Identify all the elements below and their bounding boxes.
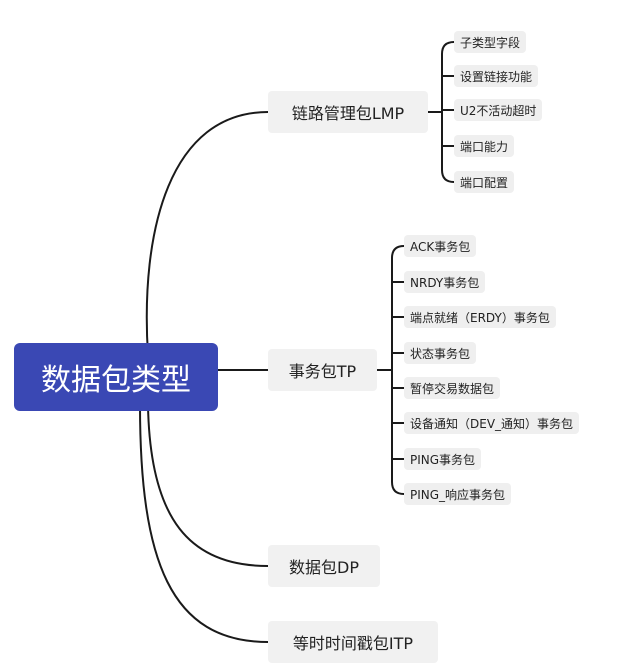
leaf-label: 端口配置 <box>460 175 509 190</box>
leaf-label: 设置链接功能 <box>460 69 533 84</box>
leaf-tp-status[interactable]: 状态事务包 <box>404 342 477 364</box>
leaf-tp-erdy[interactable]: 端点就绪（ERDY）事务包 <box>404 306 556 328</box>
leaf-label: ACK事务包 <box>410 239 471 254</box>
leaf-label: U2不活动超时 <box>460 103 537 118</box>
leaf-label: 设备通知（DEV_通知）事务包 <box>410 416 574 431</box>
link-root-lmp <box>145 111 269 356</box>
leaf-label: PING_响应事务包 <box>410 487 506 502</box>
branch-tp[interactable]: 事务包TP <box>268 349 377 391</box>
branch-itp[interactable]: 等时时间戳包ITP <box>268 621 438 663</box>
leaf-tp-ping[interactable]: PING事务包 <box>404 448 482 470</box>
leaf-label: NRDY事务包 <box>410 275 480 290</box>
leaf-tp-dev-notification[interactable]: 设备通知（DEV_通知）事务包 <box>404 412 580 434</box>
leaf-label: 端口能力 <box>460 139 509 154</box>
root-node[interactable]: 数据包类型 <box>14 343 218 411</box>
leaf-tp-nrdy[interactable]: NRDY事务包 <box>404 271 486 293</box>
leaf-tp-ack[interactable]: ACK事务包 <box>404 235 477 257</box>
branch-dp[interactable]: 数据包DP <box>268 545 380 587</box>
leaf-lmp-port-config[interactable]: 端口配置 <box>454 171 515 193</box>
leaf-lmp-port-capability[interactable]: 端口能力 <box>454 135 515 157</box>
leaf-lmp-u2-inactivity-timeout[interactable]: U2不活动超时 <box>454 99 543 121</box>
branch-lmp[interactable]: 链路管理包LMP <box>268 91 428 133</box>
link-tp-bracket <box>391 245 405 495</box>
leaf-label: 暂停交易数据包 <box>410 381 495 396</box>
leaf-label: 子类型字段 <box>460 35 521 50</box>
branch-tp-label: 事务包TP <box>288 362 357 381</box>
link-lmp-bracket <box>441 41 455 183</box>
link-root-dp <box>147 404 269 567</box>
branch-dp-label: 数据包DP <box>289 558 359 577</box>
root-label: 数据包类型 <box>41 363 191 398</box>
leaf-label: PING事务包 <box>410 452 476 467</box>
branch-lmp-label: 链路管理包LMP <box>291 104 405 123</box>
link-root-itp <box>139 404 269 643</box>
leaf-lmp-set-link-function[interactable]: 设置链接功能 <box>454 65 539 87</box>
leaf-lmp-subtype-field[interactable]: 子类型字段 <box>454 31 527 53</box>
leaf-tp-ping-response[interactable]: PING_响应事务包 <box>404 483 512 505</box>
leaf-label: 状态事务包 <box>410 346 471 361</box>
leaf-label: 端点就绪（ERDY）事务包 <box>410 310 550 325</box>
leaf-tp-pause[interactable]: 暂停交易数据包 <box>404 377 501 399</box>
branch-itp-label: 等时时间戳包ITP <box>292 634 414 653</box>
